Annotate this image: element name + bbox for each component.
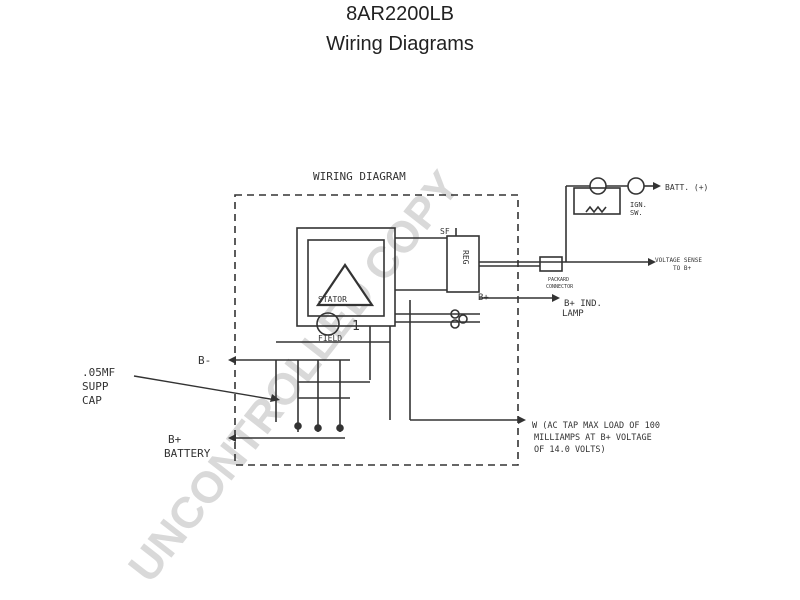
diagram-caption: WIRING DIAGRAM — [313, 170, 406, 183]
stator-triangle — [315, 263, 375, 307]
stator-label: STATOR — [318, 295, 347, 304]
voltage-sense-label: VOLTAGE SENSE — [655, 257, 702, 264]
battery-label: BATTERY — [164, 447, 211, 460]
page-subtitle: Wiring Diagrams — [326, 33, 474, 55]
packard-label: PACKARD — [548, 277, 569, 283]
b-plus-battery-label: B+ — [168, 433, 182, 446]
indicator-lamp — [589, 177, 607, 195]
field-label: FIELD — [318, 334, 342, 343]
supp-cap-value: .05MF — [82, 366, 115, 379]
regulator-box — [446, 235, 480, 293]
w-tap-line-3: OF 14.0 VOLTS) — [534, 445, 606, 455]
ign-label: IGN. — [630, 201, 647, 209]
b-plus-label: B+ — [478, 293, 489, 303]
model-title: 8AR2200LB — [346, 3, 454, 25]
w-tap-line-1: W (AC TAP MAX LOAD OF 100 — [532, 421, 660, 431]
voltage-sense-to-label: TO B+ — [673, 265, 691, 272]
sw-label: SW. — [630, 209, 643, 217]
stator-frame-outer — [296, 227, 396, 327]
reg-label: REG — [461, 250, 470, 265]
cap-label: CAP — [82, 394, 102, 407]
packard-connector — [539, 256, 563, 272]
resistor-box — [573, 187, 621, 215]
ignition-switch — [627, 177, 645, 195]
batt-plus-label: BATT. (+) — [665, 183, 708, 192]
field-rotor — [316, 312, 340, 336]
lamp-label: LAMP — [562, 309, 584, 319]
watermark: UNCONTROLLED COPY — [119, 162, 469, 591]
b-plus-ind-label: B+ IND. — [564, 299, 602, 309]
supp-label: SUPP — [82, 380, 109, 393]
connector-label: CONNECTOR — [546, 284, 574, 290]
sf-label: SF — [440, 227, 450, 236]
stator-frame-inner — [307, 239, 385, 317]
field-number: 1 — [352, 319, 360, 334]
b-minus-label: B- — [198, 354, 211, 367]
w-tap-line-2: MILLIAMPS AT B+ VOLTAGE — [534, 433, 652, 443]
